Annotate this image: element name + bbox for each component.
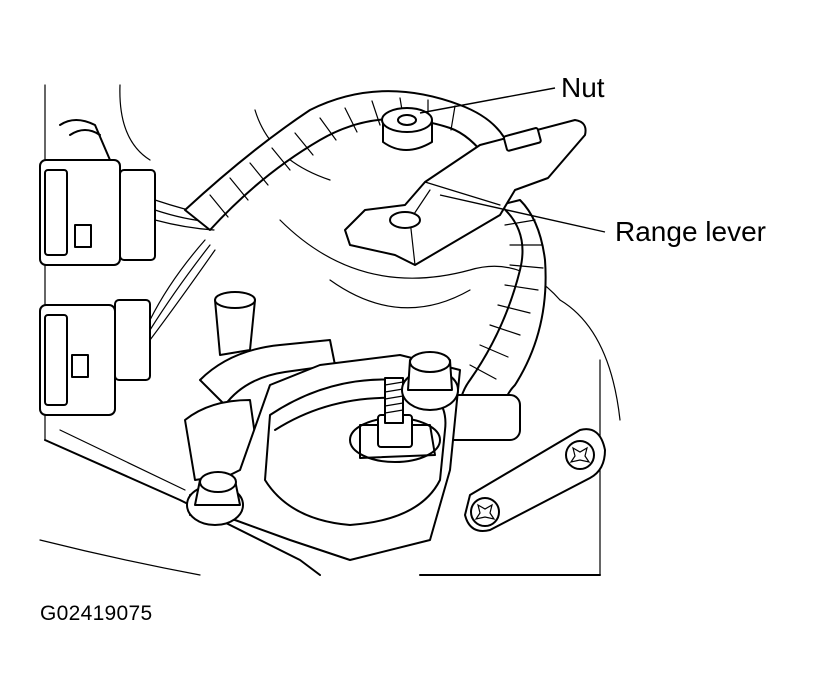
wiring-harness: [184, 90, 547, 441]
range-lever-leader-line: [439, 194, 606, 233]
nut: [381, 107, 433, 151]
nut-leader-line: [419, 87, 556, 114]
figure-id: G02419075: [40, 602, 153, 625]
bolt-right: [401, 351, 459, 411]
pipe: [184, 291, 336, 481]
mounting-bolts: [186, 351, 459, 526]
torx-flange: [464, 428, 606, 532]
range-lever-callout-label: Range lever: [615, 216, 766, 247]
bolt-left: [186, 471, 244, 526]
nut-callout-label: Nut: [561, 72, 605, 103]
electrical-connectors: [39, 119, 216, 416]
neutral-start-switch: [264, 377, 447, 526]
transmission-housing: [39, 84, 621, 576]
range-lever: [344, 119, 587, 266]
